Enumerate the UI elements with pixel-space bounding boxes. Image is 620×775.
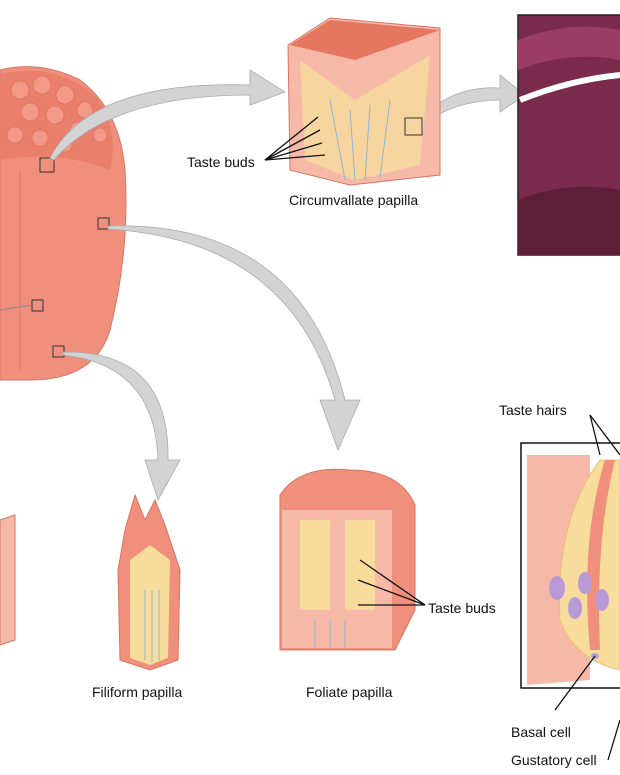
tongue [0, 66, 127, 381]
magnify-box-filiform [52, 345, 65, 358]
label-filiform-papilla: Filiform papilla [92, 684, 183, 700]
magnify-box-foliate [97, 217, 110, 230]
micrograph [517, 14, 620, 256]
label-taste-buds-circumvallate: Taste buds [187, 154, 255, 170]
fungiform-papilla-partial [0, 514, 16, 646]
taste-bud-detail [520, 414, 620, 761]
arrows [49, 69, 526, 502]
label-gustatory-cell: Gustatory cell [511, 752, 597, 768]
label-circumvallate-papilla: Circumvallate papilla [289, 192, 419, 208]
label-foliate-papilla: Foliate papilla [306, 684, 393, 700]
label-basal-cell: Basal cell [511, 724, 571, 740]
circumvallate-papilla [264, 17, 441, 186]
filiform-papilla [117, 493, 181, 671]
label-taste-hairs: Taste hairs [499, 402, 567, 418]
label-taste-buds-foliate: Taste buds [428, 600, 496, 616]
magnify-box-circumvallate [39, 157, 55, 173]
foliate-papilla [279, 468, 426, 651]
